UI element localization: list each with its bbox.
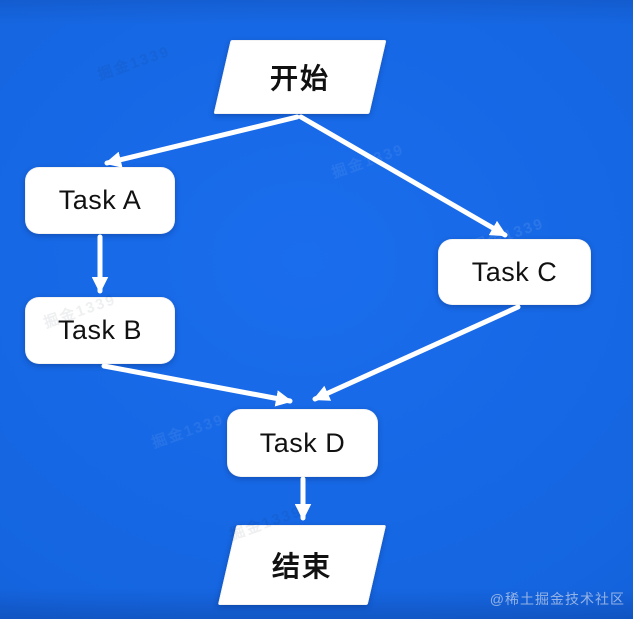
node-task-a: Task A (25, 167, 175, 234)
edge-start-task-a (104, 114, 300, 168)
node-task-b: Task B (25, 297, 175, 364)
node-end-label: 结束 (271, 551, 332, 582)
node-task-d-label: Task D (259, 427, 346, 458)
watermark-community: @稀土掘金技术社区 (489, 591, 625, 607)
node-task-c-label: Task C (471, 256, 558, 287)
node-start: 开始 (213, 40, 387, 114)
node-end: 结束 (217, 525, 387, 605)
watermark-tile: 掘金1339 (329, 141, 407, 182)
watermark-tile: 掘金1339 (149, 411, 227, 452)
edge-task-b-task-d (101, 363, 293, 407)
edge-task-c-task-d (312, 304, 521, 402)
node-task-b-label: Task B (57, 315, 143, 345)
node-task-a-label: Task A (58, 185, 142, 215)
edge-start-task-c (298, 114, 508, 238)
node-task-d: Task D (227, 409, 378, 477)
node-task-c: Task C (438, 239, 591, 305)
node-start-label: 开始 (269, 63, 330, 94)
watermark-tile: 掘金1339 (95, 43, 173, 84)
